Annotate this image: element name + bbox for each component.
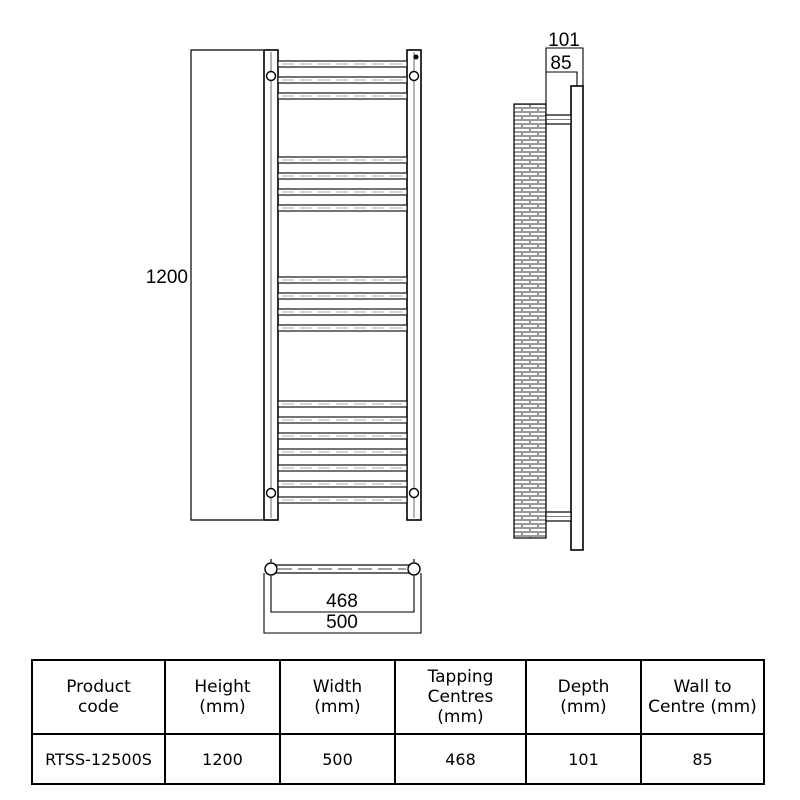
width-dimension-line [263, 573, 422, 634]
table-header-row: Product code Height (mm) Width (mm) Tapping… [31, 659, 765, 735]
table-cell: RTSS-12500S [31, 733, 166, 785]
technical-drawing: 1200 101 85 [146, 30, 584, 634]
front-view: 1200 [146, 49, 422, 521]
table-cell-value: 468 [445, 749, 476, 769]
width-dimension-label: 500 [326, 612, 358, 633]
rail-group [277, 60, 408, 504]
top-left-bracket-icon [265, 70, 277, 82]
height-dimension-label: 1200 [146, 267, 188, 288]
side-upright [570, 85, 584, 551]
table-cell-value: RTSS-12500S [45, 749, 152, 769]
table-header-label: Wall to Centre (mm) [648, 677, 757, 717]
wall-to-centre-dimension-line [546, 71, 578, 86]
height-dimension-line [190, 49, 263, 521]
brick-wall [513, 103, 547, 539]
table-cell: 1200 [164, 733, 281, 785]
top-view-right-pipe-icon [407, 562, 421, 576]
bottom-left-bracket-icon [265, 487, 277, 499]
tapping-centres-dimension-line [270, 576, 415, 613]
depth-dimension-label: 101 [548, 30, 580, 51]
air-vent-icon [413, 54, 419, 60]
table-cell: 468 [394, 733, 527, 785]
wall-to-centre-dimension-label: 85 [550, 53, 571, 74]
bottom-right-bracket-icon [408, 487, 420, 499]
table-cell: 85 [640, 733, 765, 785]
top-right-bracket-icon [408, 70, 420, 82]
table-header-label: Width (mm) [312, 677, 363, 717]
table-header-cell: Depth (mm) [525, 659, 642, 735]
table-row: RTSS-12500S 1200 500 468 101 85 [31, 733, 765, 785]
top-view-left-pipe-icon [264, 562, 278, 576]
depth-dimension-line [545, 47, 584, 104]
table-header-cell: Product code [31, 659, 166, 735]
top-view: 468 500 [263, 559, 422, 634]
table-cell-value: 101 [568, 749, 599, 769]
table-cell: 101 [525, 733, 642, 785]
specification-table: Product code Height (mm) Width (mm) Tapping… [31, 659, 765, 785]
table-cell-value: 85 [692, 749, 713, 769]
tapping-centres-dimension-label: 468 [326, 591, 358, 612]
table-cell: 500 [279, 733, 396, 785]
table-cell-value: 1200 [202, 749, 243, 769]
table-header-cell: Height (mm) [164, 659, 281, 735]
table-header-label: Tapping Centres (mm) [427, 667, 494, 727]
table-header-label: Height (mm) [194, 677, 251, 717]
table-header-label: Depth (mm) [557, 677, 610, 717]
table-header-cell: Width (mm) [279, 659, 396, 735]
table-header-label: Product code [66, 677, 131, 717]
side-view: 101 85 [513, 30, 584, 551]
table-body: RTSS-12500S 1200 500 468 101 85 [31, 733, 765, 785]
table-cell-value: 500 [322, 749, 353, 769]
table-header-cell: Wall to Centre (mm) [640, 659, 765, 735]
table-header-cell: Tapping Centres (mm) [394, 659, 527, 735]
